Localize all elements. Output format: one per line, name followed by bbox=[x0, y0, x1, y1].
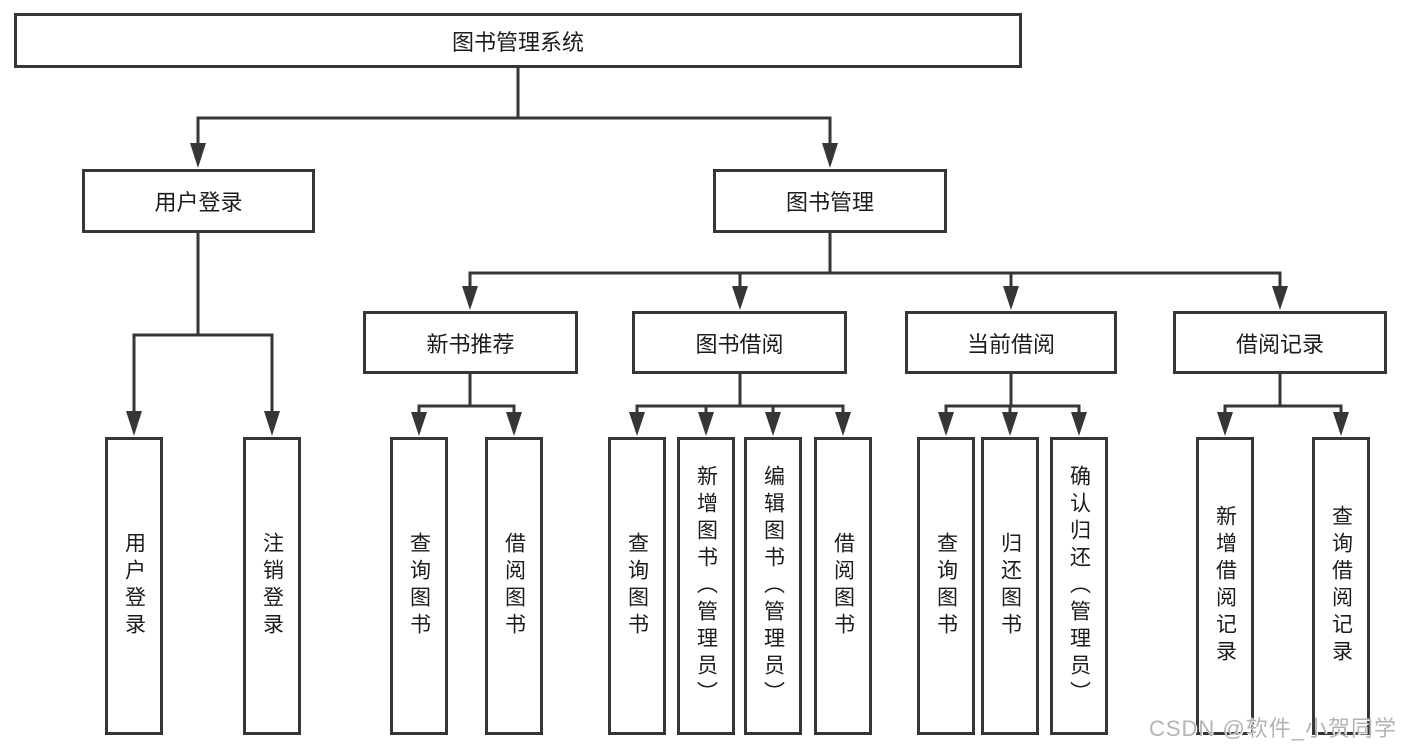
leaf-confirm-return-admin: 确认归还（管理员） bbox=[1050, 437, 1108, 735]
node-root-system: 图书管理系统 bbox=[14, 13, 1022, 68]
node-borrow-records: 借阅记录 bbox=[1173, 311, 1387, 374]
node-book-management: 图书管理 bbox=[713, 169, 947, 233]
leaf-borrow-books: 借阅图书 bbox=[485, 437, 543, 735]
leaf-add-borrow-record: 新增借阅记录 bbox=[1196, 437, 1254, 735]
leaf-edit-books-admin: 编辑图书（管理员） bbox=[744, 437, 802, 735]
leaf-add-books-admin: 新增图书（管理员） bbox=[677, 437, 735, 735]
csdn-watermark: CSDN @软件_小贺同学 bbox=[1148, 716, 1397, 741]
leaf-query-borrow-record: 查询借阅记录 bbox=[1312, 437, 1370, 735]
node-book-borrowing: 图书借阅 bbox=[632, 311, 847, 374]
leaf-borrow-books-2: 借阅图书 bbox=[814, 437, 872, 735]
leaf-query-books-2: 查询图书 bbox=[608, 437, 666, 735]
node-new-book-recommend: 新书推荐 bbox=[363, 311, 578, 374]
leaf-return-books: 归还图书 bbox=[981, 437, 1039, 735]
leaf-logout: 注销登录 bbox=[243, 437, 301, 735]
leaf-query-books: 查询图书 bbox=[390, 437, 448, 735]
node-current-borrowing: 当前借阅 bbox=[905, 311, 1117, 374]
node-user-login: 用户登录 bbox=[82, 169, 315, 233]
leaf-user-login: 用户登录 bbox=[105, 437, 163, 735]
leaf-query-books-3: 查询图书 bbox=[917, 437, 975, 735]
